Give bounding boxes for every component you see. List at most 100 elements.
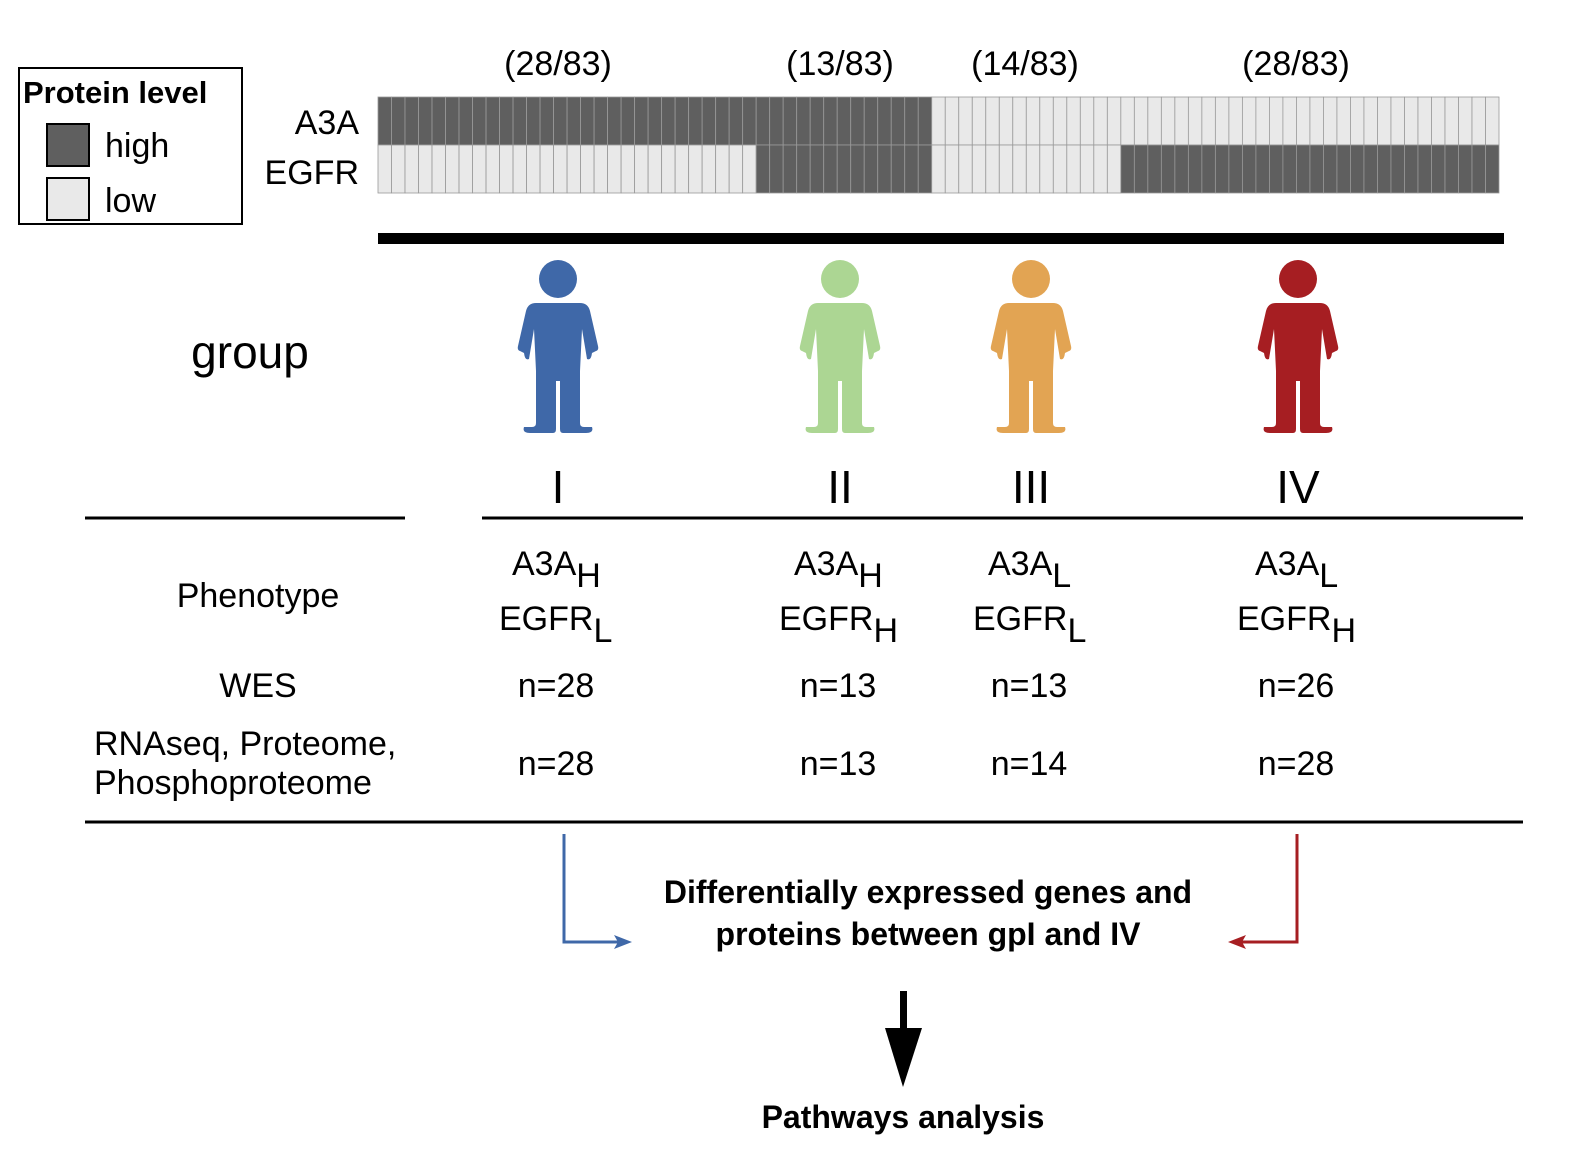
heatmap-cell-egfr-IV (1363, 144, 1378, 194)
heatmap-cell-a3a-IV (1350, 96, 1365, 146)
heatmap-cell-a3a-I (445, 96, 460, 146)
heatmap-cell-egfr-IV (1160, 144, 1176, 194)
heatmap-cell-a3a-I (418, 96, 433, 146)
phenotype-egfr: EGFR (779, 600, 873, 638)
heatmap-cell-egfr-I (593, 144, 609, 194)
heatmap-cell-egfr-IV (1241, 144, 1257, 194)
heatmap-cell-egfr-IV (1228, 144, 1243, 194)
heatmap-cell-egfr-IV (1282, 144, 1297, 194)
phenotype-egfr: EGFR (973, 600, 1067, 638)
heatmap-cell-a3a-II (796, 96, 811, 146)
heatmap-cell-a3a-I (431, 96, 446, 146)
heatmap-cell-a3a-IV (1309, 96, 1324, 146)
phenotype-III: A3AL EGFRL (973, 545, 1086, 650)
heatmap-cell-a3a-II (782, 96, 798, 146)
group-count-II: (13/83) (786, 45, 894, 83)
heatmap-cell-egfr-IV (1417, 144, 1432, 194)
heatmap-cell-egfr-III (1052, 144, 1068, 194)
heatmap-cell-egfr-I (458, 144, 473, 194)
heatmap-cell-egfr-II (850, 144, 865, 194)
heatmap-cell-egfr-IV (1485, 144, 1500, 194)
phenotype-a3a: A3A (1255, 545, 1320, 583)
group-numeral-II: II (827, 461, 853, 513)
phenotype-II: A3AH EGFRH (779, 545, 898, 650)
heatmap-cell-egfr-I (404, 144, 419, 194)
heatmap-cell-a3a-IV (1485, 96, 1500, 146)
arrow-from-group-IV (1228, 834, 1299, 949)
heatmap-cell-egfr-III (944, 144, 960, 194)
heatmap-cell-egfr-I (512, 144, 527, 194)
phenotype-a3a-sub: H (858, 557, 883, 595)
heatmap-cell-egfr-III (1066, 144, 1081, 194)
group-count-IV: (28/83) (1242, 45, 1350, 83)
phenotype-egfr-sub: L (1067, 612, 1086, 650)
group-count-I: (28/83) (504, 45, 612, 83)
heatmap-cell-a3a-II (877, 96, 892, 146)
multiomics-n-III: n=14 (991, 745, 1068, 783)
phenotype-egfr-sub: H (1331, 612, 1356, 650)
pathways-analysis: Pathways analysis (762, 1099, 1045, 1135)
heatmap-cell-egfr-I (607, 144, 622, 194)
heatmap-cell-a3a-IV (1377, 96, 1392, 146)
heatmap-cell-a3a-IV (1323, 96, 1338, 146)
heatmap-cell-a3a-I (620, 96, 636, 146)
heatmap-cell-a3a-IV (1187, 96, 1203, 146)
heatmap-cell-a3a-I (607, 96, 622, 146)
heatmap-cell-egfr-I (553, 144, 568, 194)
heatmap-cell-a3a-III (1052, 96, 1068, 146)
heatmap-cell-egfr-I (742, 144, 757, 194)
row-label-a3a: A3A (295, 104, 360, 142)
heatmap-cell-egfr-IV (1147, 144, 1162, 194)
heatmap-cell-a3a-I (566, 96, 581, 146)
heatmap-cell-a3a-II (755, 96, 771, 146)
heatmap-cell-egfr-II (755, 144, 771, 194)
heatmap-cell-a3a-II (850, 96, 865, 146)
heatmap-cell-egfr-I (485, 144, 500, 194)
heatmap-cell-egfr-IV (1214, 144, 1230, 194)
heatmap (377, 96, 1500, 194)
svg-text:A3AH: A3AH (794, 545, 883, 595)
heatmap-cell-egfr-I (634, 144, 649, 194)
heatmap-cell-egfr-II (769, 144, 784, 194)
svg-text:EGFRH: EGFRH (1237, 600, 1356, 650)
heatmap-cell-a3a-III (1106, 96, 1122, 146)
heatmap-cell-a3a-IV (1431, 96, 1446, 146)
heatmap-cell-a3a-I (539, 96, 554, 146)
phenotype-a3a: A3A (794, 545, 859, 583)
phenotype-IV: A3AL EGFRH (1237, 545, 1356, 650)
heatmap-cell-a3a-III (944, 96, 960, 146)
phenotype-I: A3AH EGFRL (499, 545, 612, 650)
arrow-from-group-I (562, 834, 632, 949)
heatmap-cell-egfr-I (647, 144, 663, 194)
heatmap-cell-a3a-III (1093, 96, 1108, 146)
heatmap-cell-a3a-IV (1133, 96, 1149, 146)
heatmap-cell-a3a-IV (1458, 96, 1473, 146)
heatmap-cell-egfr-I (377, 144, 392, 194)
heatmap-cell-a3a-I (715, 96, 730, 146)
heatmap-cell-egfr-II (782, 144, 798, 194)
legend-low-swatch (46, 177, 90, 221)
heatmap-cell-a3a-IV (1336, 96, 1351, 146)
heatmap-cell-egfr-I (580, 144, 595, 194)
heatmap-cell-egfr-IV (1323, 144, 1338, 194)
heatmap-cell-a3a-IV (1255, 96, 1270, 146)
heatmap-cell-egfr-I (715, 144, 730, 194)
heatmap-cell-egfr-III (1025, 144, 1041, 194)
heatmap-cell-a3a-III (998, 96, 1014, 146)
svg-text:A3AL: A3AL (988, 545, 1071, 595)
heatmap-cell-egfr-IV (1187, 144, 1203, 194)
heatmap-cell-a3a-IV (1269, 96, 1284, 146)
svg-text:A3AL: A3AL (1255, 545, 1338, 595)
heatmap-cell-a3a-II (904, 96, 919, 146)
phenotype-egfr: EGFR (1237, 600, 1331, 638)
heatmap-cell-a3a-I (458, 96, 473, 146)
phenotype-egfr: EGFR (499, 600, 593, 638)
heatmap-baseline (378, 233, 1504, 244)
heatmap-cell-egfr-I (499, 144, 514, 194)
heatmap-cell-egfr-II (863, 144, 879, 194)
heatmap-cell-a3a-IV (1174, 96, 1189, 146)
person-icon-IV (1257, 260, 1339, 433)
heatmap-cell-egfr-I (445, 144, 460, 194)
heatmap-cell-egfr-III (971, 144, 987, 194)
phenotype-egfr-sub: H (873, 612, 898, 650)
